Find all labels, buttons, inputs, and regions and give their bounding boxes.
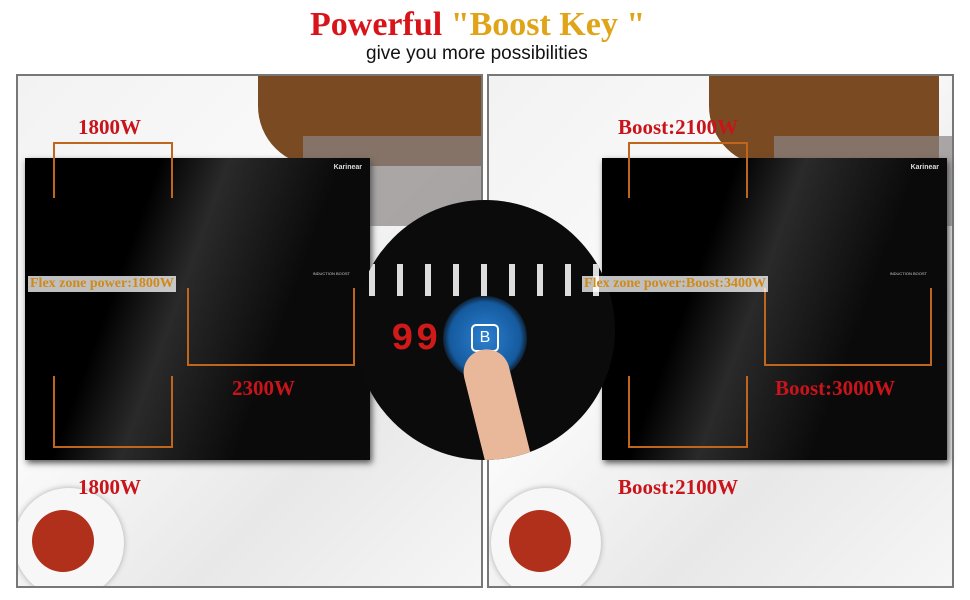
induction-label: INDUCTION BOOST <box>312 271 350 276</box>
slider-bar <box>509 264 515 296</box>
power-label: Boost:2100W <box>618 475 739 499</box>
control-closeup: 99 B <box>355 200 615 460</box>
zone-right <box>764 288 932 366</box>
power-label: Boost:3000W <box>775 376 896 400</box>
slider-bar <box>369 264 375 296</box>
induction-label: INDUCTION BOOST <box>889 271 927 276</box>
slider-bar <box>565 264 571 296</box>
slider-bar <box>537 264 543 296</box>
power-display: 99 <box>391 318 441 361</box>
zone-right <box>187 288 355 366</box>
power-label: 1800W <box>78 115 141 139</box>
power-label: 1800W <box>78 475 141 499</box>
flex-label: Flex zone power:1800W <box>28 276 176 292</box>
finger <box>458 344 538 460</box>
slider-bar <box>425 264 431 296</box>
slider-bar <box>397 264 403 296</box>
zone-bottom-left <box>53 376 173 448</box>
cooktop-left: Karinear INDUCTION BOOST <box>25 142 370 460</box>
soup-plate <box>491 488 601 586</box>
soup-plate <box>18 488 124 586</box>
zone-bottom-left <box>628 376 748 448</box>
zone-top-left <box>53 142 173 198</box>
headline: Powerful "Boost Key " <box>310 6 646 43</box>
flex-label: Flex zone power:Boost:3400W <box>582 276 768 292</box>
zone-top-left <box>628 142 748 198</box>
power-label: Boost:2100W <box>618 115 739 139</box>
power-label: 2300W <box>232 376 295 400</box>
boost-key-label: B <box>471 324 499 352</box>
cooktop-right: Karinear INDUCTION BOOST <box>602 142 947 460</box>
subtitle: give you more possibilities <box>366 43 588 64</box>
slider-bar <box>481 264 487 296</box>
brand-label: Karinear <box>333 164 362 171</box>
brand-label: Karinear <box>910 164 939 171</box>
slider-bar <box>453 264 459 296</box>
